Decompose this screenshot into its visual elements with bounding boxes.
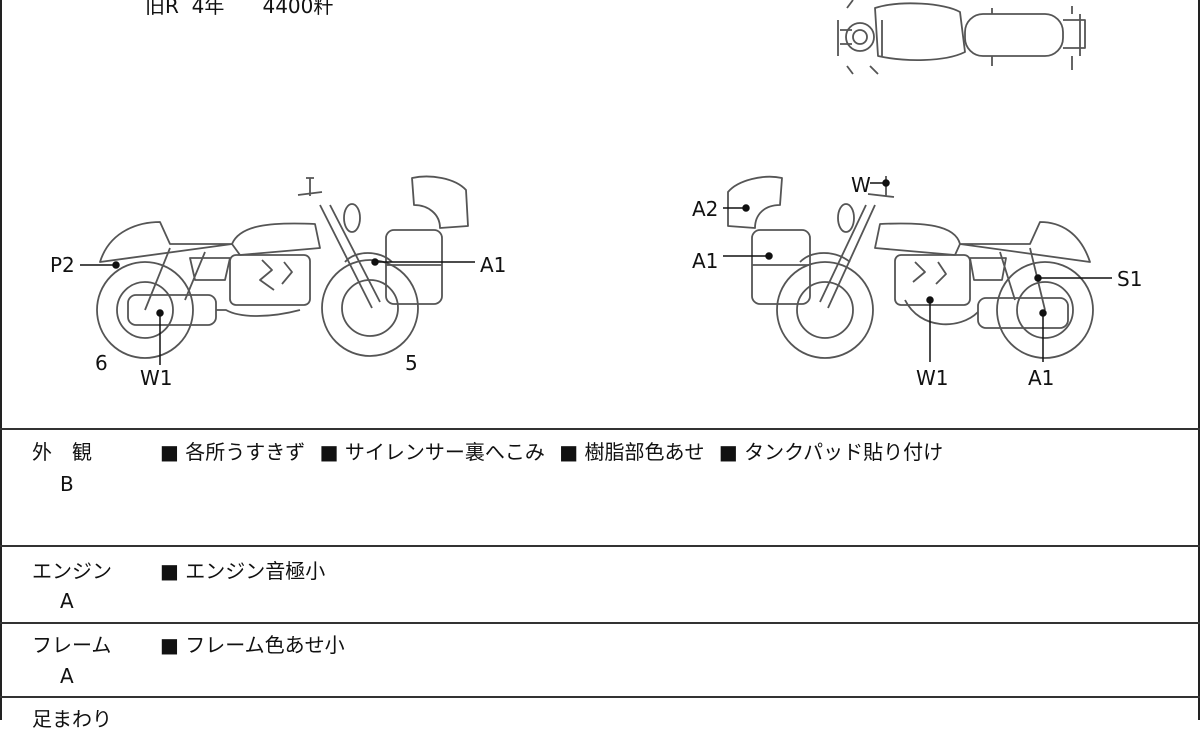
section-title: エンジン [32,559,112,583]
label-right-w: W [851,173,871,197]
grade-value: B [60,472,74,496]
divider-line [0,696,1200,698]
sheet-border-right [1198,0,1200,720]
section-title: 外 観 [32,440,92,464]
label-left-p2: P2 [50,253,75,277]
label-left-a1: A1 [480,253,506,277]
grade-value: A [60,664,74,688]
note-item: サイレンサー裏へこみ [320,440,545,464]
label-right-w1: W1 [916,366,949,390]
label-left-w1: W1 [140,366,173,390]
note-item: 各所うすきず [160,440,305,464]
year-mileage-text: 旧R 4年 4400粁 [145,0,334,18]
motorcycle-left-side-illustration [96,175,469,359]
divider-line [0,545,1200,547]
notes-list: フレーム色あせ小 [160,629,353,658]
label-left-5: 5 [405,351,418,375]
label-right-a1-bottom: A1 [1028,366,1054,390]
label-right-s1: S1 [1117,267,1142,291]
note-item: タンクパッド貼り付け [719,440,943,464]
label-right-a2: A2 [692,197,718,221]
label-left-6: 6 [95,351,108,375]
motorcycle-damage-diagram: P2 A1 6 W1 5 W A2 A1 S1 W1 A1 [50,0,1142,390]
note-item: 樹脂部色あせ [559,440,704,464]
grade-value: A [60,589,74,613]
notes-list: エンジン音極小 [160,555,333,584]
section-title: フレーム [32,633,112,657]
section-title: 足まわり [32,707,112,731]
notes-list: 各所うすきず サイレンサー裏へこみ 樹脂部色あせ タンクパッド貼り付け [160,436,951,465]
note-item: フレーム色あせ小 [160,633,345,657]
note-item: エンジン音極小 [160,559,325,583]
motorcycle-right-side-illustration [727,175,1094,359]
divider-line [0,622,1200,624]
motorcycle-top-view-illustration [837,0,1086,75]
label-right-a1-top: A1 [692,249,718,273]
divider-line [0,428,1200,430]
sheet-border-left [0,0,2,720]
